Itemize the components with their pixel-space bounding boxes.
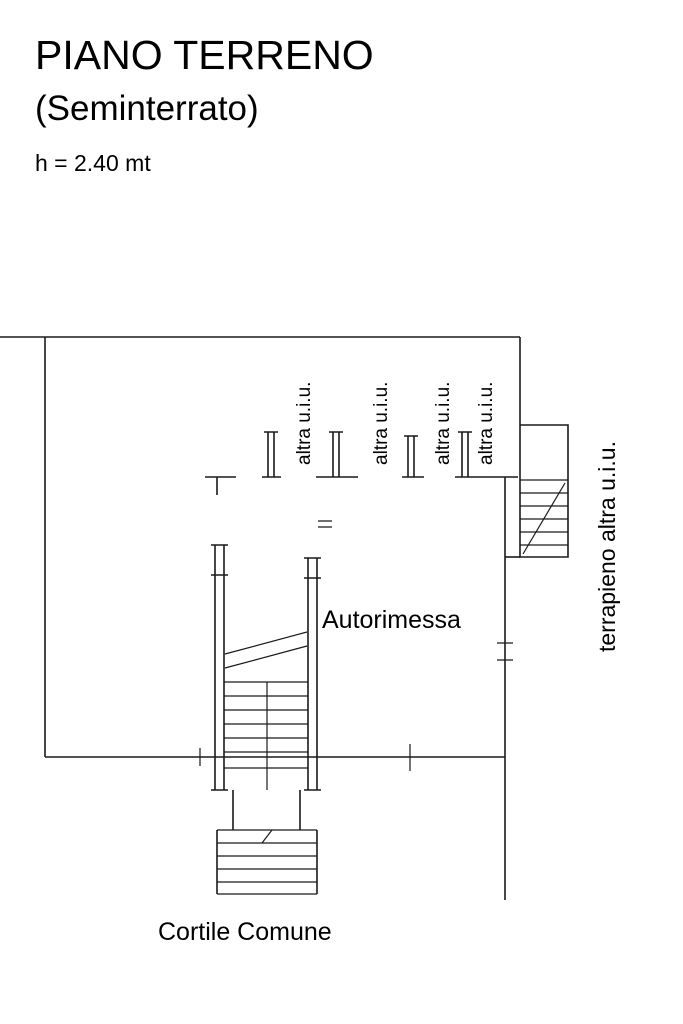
unit-label-4: altra u.i.u. <box>476 382 497 465</box>
stairwell <box>211 544 321 791</box>
partition-wall-stubs <box>264 431 472 477</box>
unit-label-3: altra u.i.u. <box>433 382 454 465</box>
title-block: PIANO TERRENO (Seminterrato) h = 2.40 mt <box>35 32 374 177</box>
page-title: PIANO TERRENO <box>35 32 374 78</box>
unit-label-2: altra u.i.u. <box>371 382 392 465</box>
outer-walls <box>0 336 521 900</box>
terrapieno-label: terrapieno altra u.i.u. <box>594 441 620 652</box>
interior-walls <box>205 476 518 661</box>
courtyard-steps <box>216 790 318 895</box>
courtyard-label: Cortile Comune <box>158 918 332 946</box>
upper-right-staircase <box>505 424 569 558</box>
unit-label-1: altra u.i.u. <box>294 382 315 465</box>
ceiling-height-note: h = 2.40 mt <box>35 149 151 176</box>
garage-label: Autorimessa <box>322 606 461 634</box>
wall-opening-ticks <box>199 744 411 771</box>
page-subtitle: (Seminterrato) <box>35 89 259 129</box>
